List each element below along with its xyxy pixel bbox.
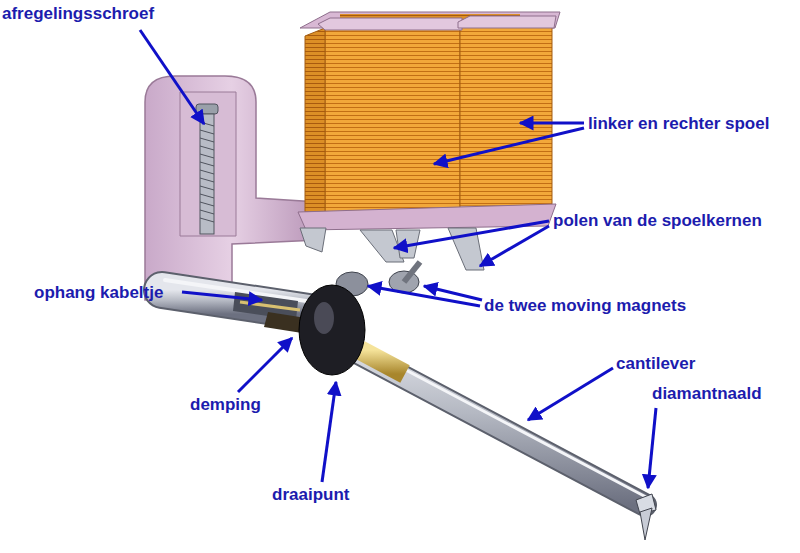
diamond-stylus — [636, 494, 656, 540]
adjusting-screw — [196, 104, 218, 234]
bracket — [145, 76, 318, 300]
part-label: cantilever — [616, 354, 695, 374]
pivot-ring — [299, 285, 365, 375]
cantilever — [330, 331, 646, 505]
pole-pieces — [300, 228, 484, 270]
part-label: afregelingsschroef — [2, 4, 154, 24]
coil-assembly — [298, 12, 560, 230]
part-label: ophang kabeltje — [34, 283, 163, 303]
bracket-cutaway — [180, 92, 236, 236]
part-label: demping — [190, 395, 261, 415]
leader-arrows — [140, 30, 656, 488]
tube — [162, 280, 322, 333]
part-label: de twee moving magnets — [484, 296, 686, 316]
part-label: linker en rechter spoel — [588, 114, 769, 134]
part-label: diamantnaald — [652, 384, 762, 404]
part-label: draaipunt — [272, 485, 349, 505]
part-label: polen van de spoelkernen — [553, 211, 762, 231]
